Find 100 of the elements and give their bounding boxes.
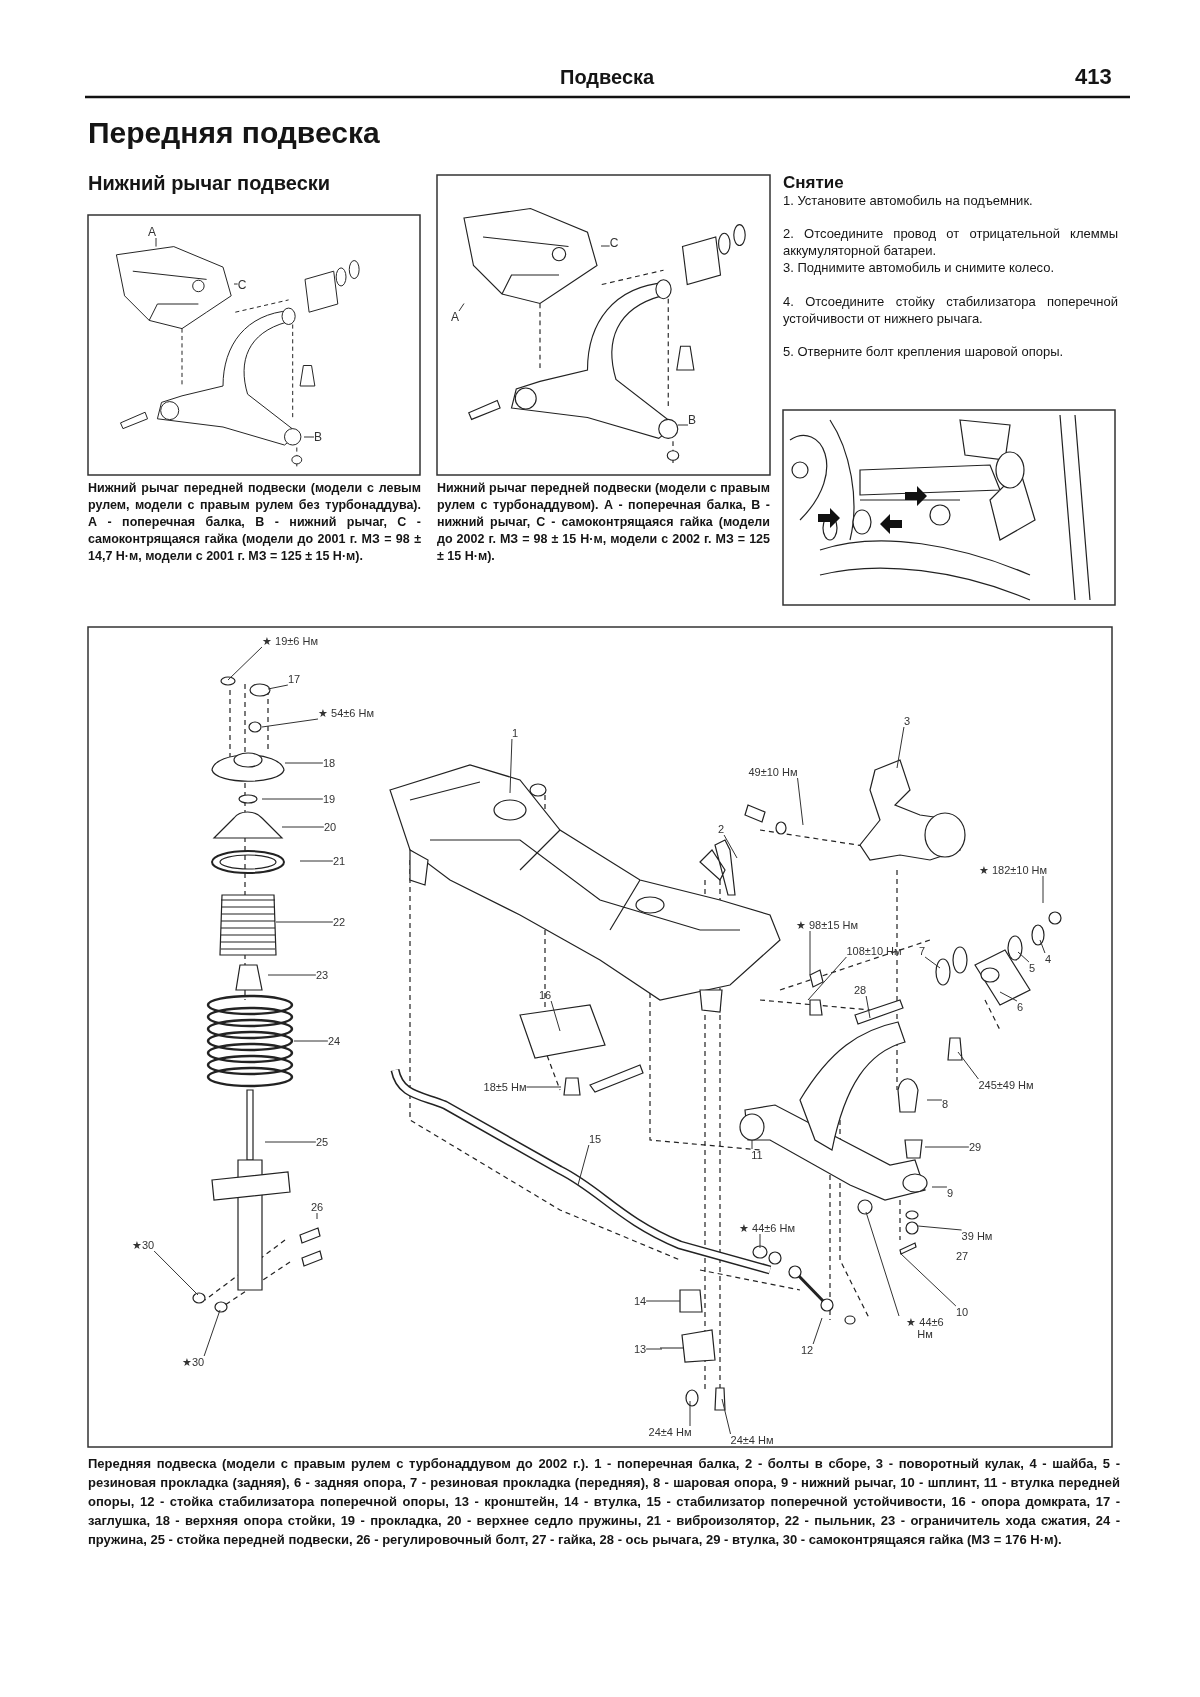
- procedure-step: 4. Отсоедините стойку стабилизатора поперечной устойчивости от нижнего рычага.: [783, 294, 1118, 327]
- part-letter: С: [237, 279, 247, 291]
- part-letter: В: [688, 414, 696, 426]
- callout-number: 29: [968, 1141, 982, 1153]
- leader-line: [812, 1317, 823, 1345]
- crossmember-drawing: [115, 246, 232, 330]
- leader-line: [261, 798, 324, 800]
- leader-line: [1039, 939, 1046, 954]
- page-number: 413: [1075, 64, 1112, 90]
- callout-number: 20: [323, 821, 337, 833]
- part-letter: А: [148, 226, 156, 238]
- callout-number: 11: [751, 1149, 763, 1161]
- leader-line: [721, 1398, 731, 1435]
- leader-line: [759, 1233, 761, 1249]
- callout-number: 14: [633, 1295, 647, 1307]
- leader-line: [807, 956, 847, 1001]
- callout-number: 4: [1044, 953, 1052, 965]
- running-header: Подвеска: [560, 66, 655, 89]
- leader-line: [299, 860, 334, 862]
- callout-number: 22: [332, 916, 346, 928]
- callout-number: 1: [511, 727, 519, 739]
- leader-line: [233, 283, 239, 285]
- leader-line: [267, 684, 289, 690]
- leader-line: [275, 921, 334, 923]
- part-letter: С: [609, 237, 619, 249]
- torque-value: 18±5 Нм: [483, 1081, 527, 1093]
- leader-line: [689, 1400, 691, 1427]
- callout-number: 2: [717, 823, 725, 835]
- callout-number: 3: [903, 715, 911, 727]
- torque-value: 24±4 Нм: [730, 1434, 774, 1446]
- callout-number: 16: [538, 989, 552, 1001]
- leader-line: [284, 762, 324, 764]
- callout-number: 5: [1028, 962, 1036, 974]
- leader-line: [899, 1252, 957, 1307]
- callout-number: 7: [918, 945, 926, 957]
- leader-line: [155, 237, 157, 248]
- leader-line: [267, 974, 317, 976]
- callout-number: 18: [322, 757, 336, 769]
- torque-value: 24±4 Нм: [648, 1426, 692, 1438]
- leader-line: [924, 956, 941, 969]
- leader-line: [999, 991, 1018, 1002]
- callout-number: 6: [1016, 1001, 1024, 1013]
- callout-number: 10: [955, 1306, 969, 1318]
- torque-value: ★ 98±15 Нм: [795, 919, 859, 931]
- callout-number: 24: [327, 1035, 341, 1047]
- callout-number: 12: [800, 1344, 814, 1356]
- leader-line: [809, 930, 811, 976]
- procedure-step: 3. Поднимите автомобиль и снимите колесо.: [783, 260, 1118, 277]
- leader-line: [865, 995, 871, 1019]
- leader-line: [303, 436, 315, 438]
- torque-value: ★30: [131, 1239, 155, 1251]
- leader-line: [924, 1146, 970, 1148]
- torque-value: ★ 182±10 Нм: [978, 864, 1048, 876]
- leader-line: [896, 726, 905, 769]
- leader-line: [203, 1309, 221, 1357]
- leader-line: [550, 1000, 561, 1032]
- callout-number: 8: [941, 1098, 949, 1110]
- torque-value: ★ 44±6 Нм: [739, 1222, 795, 1234]
- leader-line: [926, 1099, 943, 1101]
- callout-number: 19: [322, 793, 336, 805]
- procedure-step: 5. Отверните болт крепления шаровой опоры.: [783, 344, 1118, 361]
- torque-value: ★ 19±6 Нм: [262, 635, 318, 647]
- callout-number: 13: [633, 1343, 647, 1355]
- part-letter: В: [314, 431, 322, 443]
- leader-line: [723, 834, 738, 859]
- leader-line: [1042, 875, 1044, 904]
- leader-line: [957, 1051, 979, 1080]
- leader-line: [751, 1139, 753, 1150]
- procedure-step: 1. Установите автомобиль на подъемник.: [783, 193, 1118, 210]
- leader-line: [600, 245, 611, 247]
- leader-line: [917, 1225, 963, 1231]
- procedure-heading: Снятие: [783, 173, 844, 193]
- leader-line: [227, 646, 263, 681]
- torque-value: ★ 54±6 Нм: [318, 707, 374, 719]
- torque-value: 245±49 Нм: [978, 1079, 1034, 1091]
- callout-number: 17: [287, 673, 301, 685]
- leader-line: [1017, 951, 1030, 963]
- callout-number: 28: [853, 984, 867, 996]
- leader-line: [677, 424, 689, 426]
- leader-line: [931, 1186, 948, 1188]
- leader-line: [645, 1300, 681, 1302]
- leader-line: [316, 1212, 318, 1220]
- leader-line: [153, 1250, 199, 1296]
- callout-number: 9: [946, 1187, 954, 1199]
- figure-caption: Нижний рычаг передней подвески (модели с правым рулем с турбонаддувом). А - поперечная балка, В - нижний рычаг, С - самоконтрящаяся гайка (модели до 2002 г. МЗ = 98 ± 15 Н·м, модели с 2002 г. МЗ = 125 ± 15 Н·м).: [437, 480, 770, 565]
- callout-number: 27: [956, 1250, 969, 1262]
- page-title: Передняя подвеска: [88, 116, 380, 150]
- leader-line: [797, 777, 804, 826]
- section-heading: Нижний рычаг подвески: [88, 172, 331, 195]
- callout-number: 23: [315, 969, 329, 981]
- leader-line: [509, 738, 513, 794]
- procedure-step: 2. Отсоедините провод от отрицательной клеммы аккумуляторной батареи.: [783, 226, 1118, 259]
- torque-value: ★30: [181, 1356, 205, 1368]
- callout-number: 15: [588, 1133, 602, 1145]
- leader-line: [281, 826, 325, 828]
- callout-number: 21: [332, 855, 346, 867]
- figure-caption: Нижний рычаг передней подвески (модели с левым рулем, модели с правым рулем без турбонаддува). А - поперечная балка, В - нижний рычаг, С - самоконтрящаяся гайка (модели до 2001 г. МЗ = 98 ± 14,7 Н·м, модели с 2001 г. МЗ = 125 ± 15 Н·м).: [88, 480, 421, 565]
- figure-caption: Передняя подвеска (модели с правым рулем с турбонаддувом до 2002 г.). 1 - поперечная балка, 2 - болты в сборе, 3 - поворотный кулак, 4 - шайба, 5 - резиновая прокладка (задняя), 6 - задняя опора, 7 - резиновая прокладка (передняя), 8 - шаровая опора, 9 - нижний рычаг, 10 - шплинт, 11 - втулка передней опоры, 12 - стойка стабилизатора поперечной опоры, 13 - кронштейн, 14 - втулка, 15 - стабилизатор поперечной устойчивости, 16 - опора домкрата, 17 - заглушка, 18 - верхняя опора стойки, 19 - прокладка, 20 - верхнее седло пружины, 21 - виброизолятор, 22 - пыльник, 23 - ограничитель хода сжатия, 24 - пружина, 25 - стойка передней подвески, 26 - регулировочный болт, 27 - гайка, 28 - ось рычага, 29 - втулка, 30 - самоконтрящаяся гайка (МЗ = 176 Н·м).: [88, 1455, 1120, 1549]
- leader-line: [865, 1211, 900, 1317]
- part-letter: А: [451, 311, 459, 323]
